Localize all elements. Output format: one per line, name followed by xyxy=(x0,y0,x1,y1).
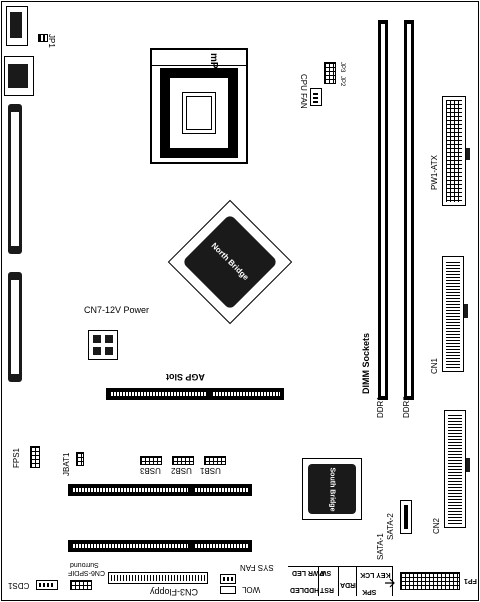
jp1-label: JP1 xyxy=(47,34,56,48)
usb2-header xyxy=(172,456,194,465)
cn3-floppy-label: CN3-Floppy xyxy=(150,587,199,597)
irda-label: IRDA xyxy=(340,581,358,588)
cn7-pin-4 xyxy=(105,347,113,355)
wol-connector xyxy=(220,586,236,594)
cn1-label: CN1 xyxy=(430,357,439,374)
pci-slot-2-contacts-b xyxy=(194,544,248,548)
agp-slot-contacts-a xyxy=(110,392,206,396)
cn1-ide-key xyxy=(464,304,468,318)
usb3-label: USB3 xyxy=(140,466,161,475)
jp1-jumper xyxy=(38,34,48,42)
sys-fan-label: SYS FAN xyxy=(240,563,274,572)
pw1-atx-label: PW1-ATX xyxy=(430,155,439,190)
usb2-label: USB2 xyxy=(171,466,192,475)
wol-label: WOL xyxy=(242,585,261,594)
rst-label: RST xyxy=(320,586,334,593)
pw1-atx-latch xyxy=(466,148,470,160)
ddr2-slot-channel xyxy=(407,24,411,396)
sata-connectors-inner xyxy=(404,505,408,529)
dimm-sockets-label: DIMM Sockets xyxy=(361,332,371,394)
cpu-socket-center-inner xyxy=(186,96,212,130)
parallel-port-slot xyxy=(11,112,19,246)
legend-divider-3 xyxy=(356,566,357,596)
jp3-label: JP3 xyxy=(339,62,345,73)
sata1-label: SATA-1 xyxy=(376,533,385,560)
cn2-ide-pins xyxy=(448,414,462,524)
ddr2-label: DDR2 xyxy=(402,396,411,418)
jbat1-label: JBAT1 xyxy=(62,452,71,476)
sys-fan-pins xyxy=(223,577,233,581)
cn7-pin-3 xyxy=(93,347,101,355)
fps1-header xyxy=(30,446,40,468)
agp-slot-contacts-b xyxy=(212,392,280,396)
surround-label: Surround xyxy=(70,561,99,568)
fps1-label: FPS1 xyxy=(12,447,21,468)
arrow-right-icon xyxy=(385,578,395,588)
pci-slot-1-contacts-a xyxy=(72,488,188,492)
sata2-label: SATA-2 xyxy=(386,513,395,540)
cn2-ide-key xyxy=(466,458,470,472)
jp2-label: JP2 xyxy=(339,76,345,87)
io-port-second-inner xyxy=(8,64,28,88)
usb1-label: USB1 xyxy=(200,466,221,475)
fp1-label: FP1 xyxy=(464,577,477,584)
cn1-ide-pins xyxy=(446,260,460,368)
cpu-fan-pins xyxy=(313,91,318,103)
jbat1-jumper xyxy=(76,452,84,466)
cds1-label: CDS1 xyxy=(8,581,30,590)
cpu-fan-label: CPU FAN xyxy=(299,74,308,109)
spk-label: SPK xyxy=(362,588,377,595)
serial-port-slot xyxy=(11,280,19,374)
pci-slot-1-contacts-b xyxy=(194,488,248,492)
cn7-power-label: CN7-12V Power xyxy=(84,305,150,315)
fp1-header xyxy=(400,572,460,590)
usb3-header xyxy=(140,456,162,465)
front-panel-legend xyxy=(288,566,392,596)
agp-slot-label: AGP Slot xyxy=(166,372,205,382)
hddled-label: HDDLED xyxy=(290,586,320,593)
legend-divider-2 xyxy=(338,566,339,596)
cpu-socket-header xyxy=(152,52,246,66)
ddr1-slot-channel xyxy=(381,24,385,396)
cds1-pins xyxy=(39,583,55,587)
sw-label: SW xyxy=(320,569,332,576)
cn2-label: CN2 xyxy=(432,517,441,534)
cn7-pin-1 xyxy=(93,335,101,343)
cn6-spdif-label: CN6-SPDIF xyxy=(68,569,105,576)
jp3-jp2-headers xyxy=(324,62,336,84)
io-port-top-inner xyxy=(10,12,22,38)
legend-divider-1 xyxy=(318,566,319,596)
ddr1-label: DDR1 xyxy=(376,396,385,418)
cn3-floppy-pins xyxy=(111,575,205,581)
cn7-pin-2 xyxy=(105,335,113,343)
cn6-spdif-header xyxy=(70,580,92,590)
usb1-header xyxy=(204,456,226,465)
pw1-atx-pins xyxy=(446,100,462,202)
cpu-socket-center xyxy=(182,92,216,134)
pci-slot-2-contacts-a xyxy=(72,544,188,548)
south-bridge-label: South Bridge xyxy=(328,467,336,512)
south-bridge-chip xyxy=(308,464,356,514)
